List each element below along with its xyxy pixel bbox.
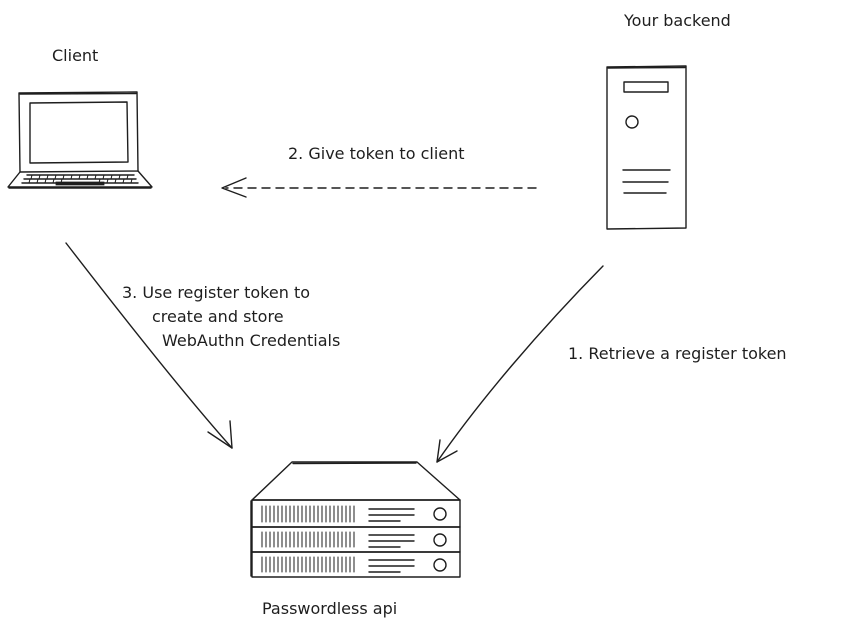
client-node: Client	[7, 46, 153, 189]
arrow-step-1	[436, 265, 604, 463]
step-3-label-line-2: create and store	[152, 307, 284, 326]
step-3-label: 3. Use register token to create and stor…	[122, 283, 340, 350]
backend-node: Your backend	[606, 11, 731, 230]
arrow-step-3	[65, 242, 233, 449]
laptop-icon	[7, 91, 153, 189]
server-rack-icon	[250, 461, 461, 578]
arrow-step-2	[221, 177, 537, 198]
step-2-label: 2. Give token to client	[288, 144, 465, 163]
server-tower-icon	[606, 65, 687, 230]
api-label: Passwordless api	[262, 599, 397, 618]
backend-label: Your backend	[623, 11, 731, 30]
api-node: Passwordless api	[250, 461, 461, 618]
step-1-label: 1. Retrieve a register token	[568, 344, 787, 363]
client-label: Client	[52, 46, 98, 65]
step-3-label-line-1: 3. Use register token to	[122, 283, 310, 302]
step-3-label-line-3: WebAuthn Credentials	[162, 331, 340, 350]
